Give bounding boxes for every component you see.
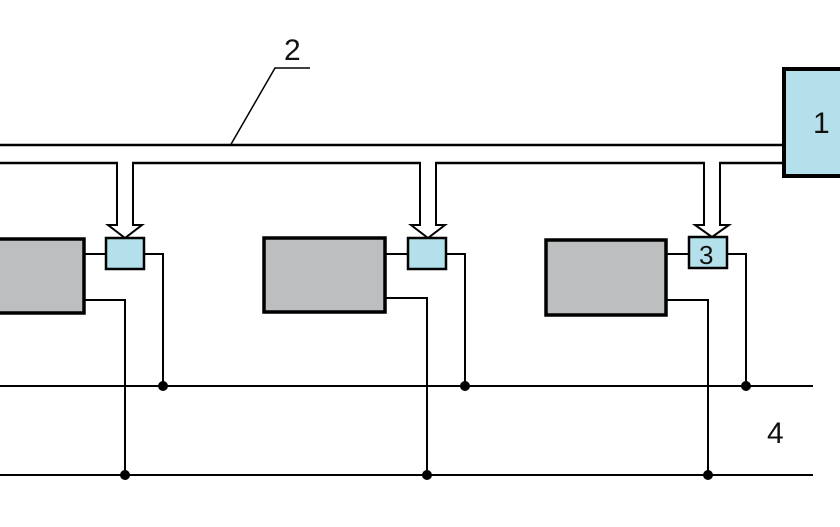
node-box-a (104, 236, 146, 271)
unit-2 (262, 236, 387, 314)
bus-leader-line (229, 67, 310, 147)
unit-3 (544, 238, 668, 317)
unit-1 (0, 237, 86, 315)
arrow-1 (105, 163, 145, 240)
bus-2 (0, 143, 785, 165)
label-bus: 2 (284, 34, 301, 67)
units (0, 236, 668, 317)
wires (0, 253, 813, 476)
label-controller: 1 (813, 107, 830, 140)
nodes (104, 235, 729, 271)
arrows (105, 163, 733, 240)
junction-dots (120, 381, 751, 480)
controller-box-1 (782, 67, 840, 178)
node-box-3 (687, 235, 729, 270)
arrow-3 (691, 163, 733, 239)
node-box-b (406, 236, 448, 271)
label-node: 3 (699, 240, 713, 270)
arrow-2 (408, 163, 448, 240)
label-lines: 4 (767, 417, 784, 450)
